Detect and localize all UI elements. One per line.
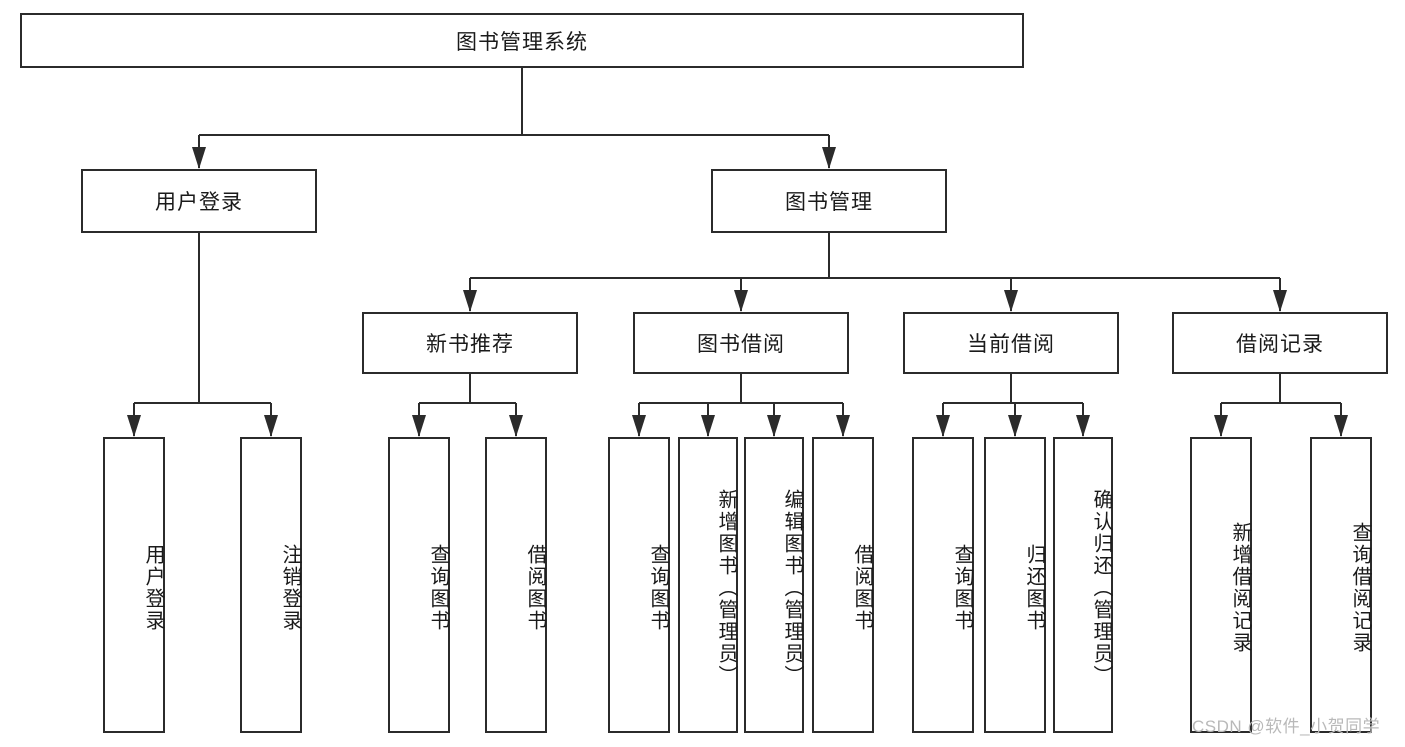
node-label: 借阅记录	[1236, 333, 1324, 356]
arrow-head-leaf-add-book-admin	[701, 415, 715, 437]
node-label: 查询图书	[951, 544, 973, 632]
arrow-head-book-manage	[822, 147, 836, 169]
node-label: 用户登录	[155, 191, 243, 214]
node-label: 查询图书	[647, 544, 669, 632]
arrow-head-leaf-add-borrow-record	[1214, 415, 1228, 437]
node-leaf-logout[interactable]: 注销登录	[240, 437, 302, 733]
node-new-book-recommend[interactable]: 新书推荐	[362, 312, 578, 374]
arrow-head-book-borrow	[734, 290, 748, 312]
node-leaf-confirm-return-admin[interactable]: 确认归还（管理员）	[1053, 437, 1113, 733]
node-label: 查询图书	[427, 544, 449, 632]
node-user-login[interactable]: 用户登录	[81, 169, 317, 233]
arrow-head-leaf-query-books-rec	[412, 415, 426, 437]
arrow-head-new-book-recommend	[463, 290, 477, 312]
node-leaf-borrow-books-rec[interactable]: 借阅图书	[485, 437, 547, 733]
node-label: 图书管理	[785, 191, 873, 214]
arrow-head-leaf-logout	[264, 415, 278, 437]
arrow-head-leaf-confirm-return-admin	[1076, 415, 1090, 437]
node-label: 编辑图书（管理员）	[781, 489, 803, 687]
arrow-head-leaf-borrow-books-rec	[509, 415, 523, 437]
node-label: 图书借阅	[697, 333, 785, 356]
arrow-head-leaf-user-login	[127, 415, 141, 437]
node-current-borrow[interactable]: 当前借阅	[903, 312, 1119, 374]
node-book-borrow[interactable]: 图书借阅	[633, 312, 849, 374]
node-label: 新书推荐	[426, 333, 514, 356]
node-label: 新增借阅记录	[1229, 522, 1251, 654]
arrow-head-leaf-edit-book-admin	[767, 415, 781, 437]
arrow-head-leaf-query-books-borrow	[632, 415, 646, 437]
node-borrow-records[interactable]: 借阅记录	[1172, 312, 1388, 374]
node-label: 借阅图书	[851, 544, 873, 632]
arrow-head-user-login	[192, 147, 206, 169]
node-leaf-user-login[interactable]: 用户登录	[103, 437, 165, 733]
node-label: 图书管理系统	[456, 30, 588, 54]
arrow-head-current-borrow	[1004, 290, 1018, 312]
arrow-head-borrow-records	[1273, 290, 1287, 312]
node-label: 用户登录	[142, 544, 164, 632]
node-leaf-edit-book-admin[interactable]: 编辑图书（管理员）	[744, 437, 804, 733]
node-label: 注销登录	[279, 544, 301, 632]
node-root[interactable]: 图书管理系统	[20, 13, 1024, 68]
node-leaf-query-books-current[interactable]: 查询图书	[912, 437, 974, 733]
node-leaf-return-books[interactable]: 归还图书	[984, 437, 1046, 733]
node-label: 查询借阅记录	[1349, 522, 1371, 654]
node-label: 归还图书	[1023, 544, 1045, 632]
node-label: 新增图书（管理员）	[715, 489, 737, 687]
arrow-head-leaf-return-books	[1008, 415, 1022, 437]
node-label: 确认归还（管理员）	[1090, 489, 1112, 687]
node-book-manage[interactable]: 图书管理	[711, 169, 947, 233]
node-leaf-borrow-books[interactable]: 借阅图书	[812, 437, 874, 733]
node-leaf-query-books-borrow[interactable]: 查询图书	[608, 437, 670, 733]
node-leaf-add-book-admin[interactable]: 新增图书（管理员）	[678, 437, 738, 733]
node-label: 当前借阅	[967, 333, 1055, 356]
node-label: 借阅图书	[524, 544, 546, 632]
watermark-text: CSDN @软件_小贺同学	[1192, 717, 1381, 736]
node-leaf-add-borrow-record[interactable]: 新增借阅记录	[1190, 437, 1252, 733]
node-leaf-query-borrow-record[interactable]: 查询借阅记录	[1310, 437, 1372, 733]
arrow-head-leaf-query-borrow-record	[1334, 415, 1348, 437]
arrow-head-leaf-borrow-books	[836, 415, 850, 437]
node-leaf-query-books-rec[interactable]: 查询图书	[388, 437, 450, 733]
arrow-head-leaf-query-books-current	[936, 415, 950, 437]
